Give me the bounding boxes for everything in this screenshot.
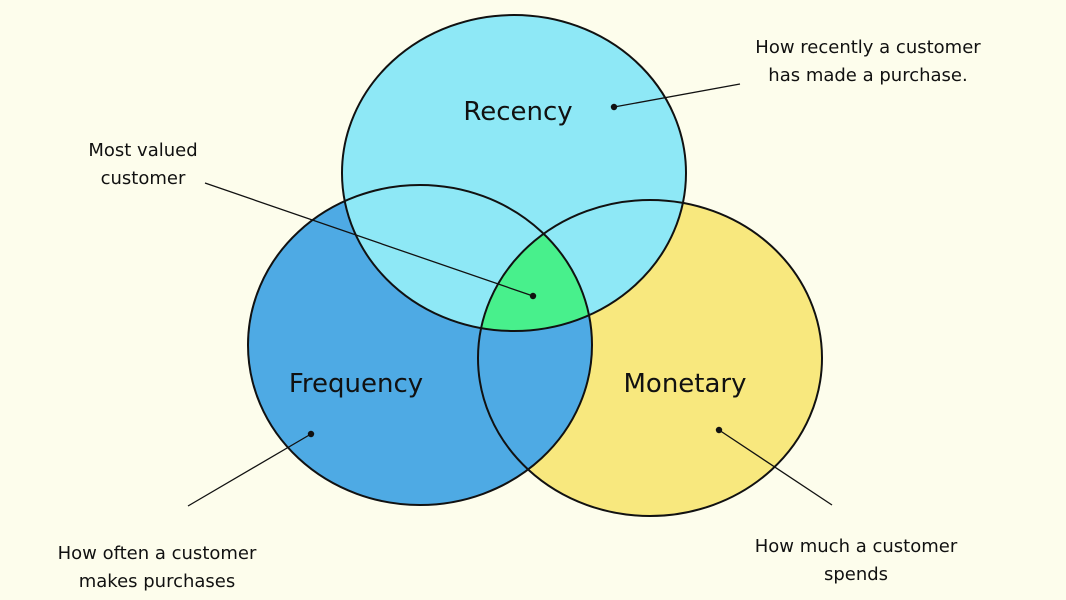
frequency-annotation-line2: makes purchases (79, 571, 236, 592)
recency-leader-line (613, 83, 741, 108)
most-valued-annotation-line1: Most valued (88, 140, 197, 161)
frequency-annotation-line1: How often a customer (58, 543, 257, 564)
monetary-annotation-line1: How much a customer (755, 536, 958, 557)
most-valued-dot (529, 292, 537, 300)
monetary-annotation-line2: spends (824, 564, 888, 585)
monetary-label: Monetary (623, 369, 746, 399)
frequency-outline (247, 184, 593, 506)
monetary-outline (477, 199, 823, 517)
most-valued-leader-line (204, 182, 534, 297)
frequency-leader-line (187, 433, 312, 507)
frequency-dot (307, 430, 315, 438)
recency-outline (341, 14, 687, 332)
recency-frequency-overlap (342, 185, 592, 331)
recency-annotation-line1: How recently a customer (755, 37, 981, 58)
monetary-dot (715, 426, 723, 434)
frequency-label: Frequency (289, 369, 423, 399)
recency-annotation-line2: has made a purchase. (768, 65, 967, 86)
monetary-leader-line (718, 429, 833, 506)
recency-dot (610, 103, 618, 111)
most-valued-annotation-line2: customer (101, 168, 186, 189)
recency-label: Recency (463, 97, 572, 127)
